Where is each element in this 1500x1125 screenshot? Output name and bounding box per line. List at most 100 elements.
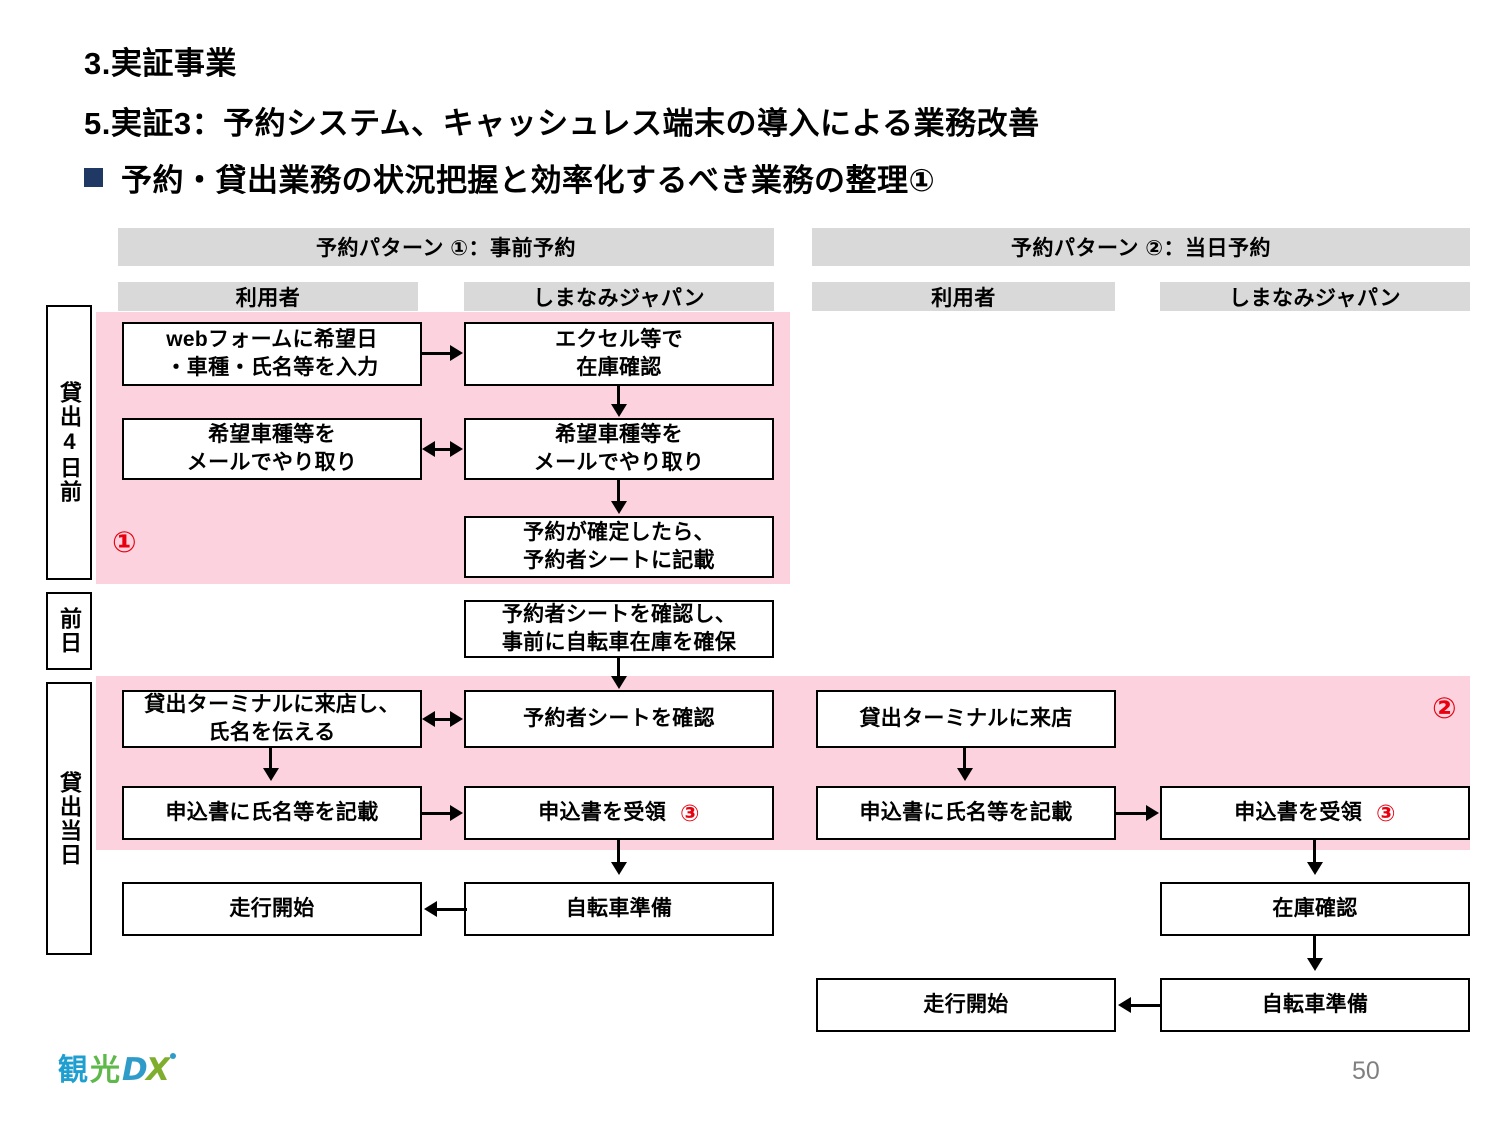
box-p1-fill-application: 申込書に氏名等を記載 — [122, 786, 422, 840]
box-line-2: ・車種・氏名等を入力 — [165, 356, 379, 379]
box-p2-fill-application: 申込書に氏名等を記載 — [816, 786, 1116, 840]
box-line-1: 申込書を受領 — [1234, 801, 1363, 825]
pattern2-column-org: しまなみジャパン — [1160, 282, 1470, 311]
box-line-1: 在庫確認 — [1272, 897, 1358, 921]
box-p1-mail-user: 希望車種等を メールでやり取り — [122, 418, 422, 480]
arrowhead-down-icon — [611, 676, 627, 689]
section-heading-label: 予約・貸出業務の状況把握と効率化するべき業務の整理① — [121, 163, 936, 198]
arrow-p1-prepare-to-ride — [437, 908, 467, 911]
box-p2-start-ride: 走行開始 — [816, 978, 1116, 1032]
box-line-1: 自転車準備 — [1261, 993, 1369, 1017]
arrowhead-down-icon — [1307, 958, 1323, 971]
box-p1-mail-org: 希望車種等を メールでやり取り — [464, 418, 774, 480]
arrowhead-down-icon — [957, 768, 973, 781]
svg-text:D: D — [122, 1052, 148, 1088]
box-p1-start-ride: 走行開始 — [122, 882, 422, 936]
page-number: 50 — [1352, 1057, 1380, 1085]
box-line-2: 事前に自転車在庫を確保 — [501, 631, 737, 654]
box-line-1: 自転車準備 — [565, 897, 673, 921]
phase-label-text: 前日 — [57, 607, 82, 655]
arrow-p1-mail-exchange — [432, 448, 454, 451]
arrow-p2-visit-to-fill — [963, 748, 966, 770]
box-line-1: 予約者シートを確認 — [523, 707, 715, 731]
page-title-line1: 3.実証事業 — [84, 46, 237, 81]
pattern1-title-bar: 予約パターン ①：事前予約 — [118, 228, 774, 266]
svg-text:観: 観 — [58, 1053, 88, 1088]
kanko-dx-logo: 観 光 D X — [58, 1046, 228, 1098]
box-p1-write-reservation-sheet: 予約が確定したら、 予約者シートに記載 — [464, 516, 774, 578]
box-line-2: メールでやり取り — [533, 451, 705, 474]
box-p2-visit-terminal: 貸出ターミナルに来店 — [816, 690, 1116, 748]
arrow-p1-visit-to-fill — [269, 748, 272, 770]
box-line-1: 申込書に氏名等を記載 — [165, 801, 379, 825]
arrowhead-left-icon — [422, 711, 435, 727]
arrowhead-right-icon — [450, 345, 463, 361]
box-line-1: 予約者シートを確認し、 — [501, 603, 737, 627]
arrow-p1-visit-exchange — [432, 718, 454, 721]
arrowhead-right-icon — [450, 805, 463, 821]
square-bullet-icon — [84, 168, 103, 187]
box-p1-receive-application: 申込書を受領 ③ — [464, 786, 774, 840]
arrow-p1-secure-to-check — [617, 658, 620, 680]
page-title-line2: 5.実証3：予約システム、キャッシュレス端末の導入による業務改善 — [84, 106, 1040, 141]
box-line-1: 走行開始 — [229, 897, 315, 921]
arrowhead-left-icon — [424, 901, 437, 917]
box-p2-check-stock: 在庫確認 — [1160, 882, 1470, 936]
arrowhead-left-icon — [1118, 997, 1131, 1013]
svg-text:X: X — [144, 1052, 172, 1088]
box-line-2: メールでやり取り — [186, 451, 358, 474]
box-line-1: 予約が確定したら、 — [523, 521, 715, 545]
box-line-1: 希望車種等を — [208, 423, 336, 447]
arrow-p1-receive-to-prepare — [617, 840, 620, 864]
arrow-p1-fill-to-receive — [422, 812, 450, 815]
arrow-p1-mail-to-sheet — [617, 480, 620, 503]
arrow-p2-fill-to-receive — [1116, 812, 1146, 815]
phase-label-text: 貸出4日前 — [57, 381, 82, 504]
pattern1-column-user: 利用者 — [118, 282, 418, 311]
arrowhead-down-icon — [263, 768, 279, 781]
arrow-p2-receive-to-stock — [1313, 840, 1316, 864]
box-line-1: エクセル等で — [555, 328, 683, 352]
box-line-1: 希望車種等を — [555, 423, 683, 447]
pattern2-title-bar: 予約パターン ②：当日予約 — [812, 228, 1470, 266]
box-p1-prepare-bike: 自転車準備 — [464, 882, 774, 936]
arrowhead-down-icon — [611, 501, 627, 514]
box-line-1: 申込書を受領 — [538, 801, 667, 825]
red-mark-3: ③ — [1376, 799, 1396, 826]
red-mark-1: ① — [112, 527, 137, 559]
arrowhead-down-icon — [611, 404, 627, 417]
red-mark-2: ② — [1432, 693, 1457, 725]
box-p1-web-form: webフォームに希望日 ・車種・氏名等を入力 — [122, 322, 422, 386]
box-line-2: 在庫確認 — [576, 356, 662, 379]
box-p1-check-reservation-sheet: 予約者シートを確認 — [464, 690, 774, 748]
section-heading: 予約・貸出業務の状況把握と効率化するべき業務の整理① — [84, 155, 935, 200]
box-line-1: 申込書に氏名等を記載 — [859, 801, 1073, 825]
box-line-2: 氏名を伝える — [208, 721, 336, 744]
arrowhead-down-icon — [1307, 862, 1323, 875]
box-line-1: 走行開始 — [923, 993, 1009, 1017]
box-line-1: 貸出ターミナルに来店 — [859, 707, 1073, 731]
phase-label-4days-before: 貸出4日前 — [46, 305, 92, 580]
arrowhead-right-icon — [450, 441, 463, 457]
box-p2-prepare-bike: 自転車準備 — [1160, 978, 1470, 1032]
arrowhead-right-icon — [450, 711, 463, 727]
svg-text:光: 光 — [90, 1053, 120, 1088]
red-mark-3: ③ — [680, 799, 700, 826]
arrowhead-left-icon — [422, 441, 435, 457]
box-p1-secure-stock: 予約者シートを確認し、 事前に自転車在庫を確保 — [464, 600, 774, 658]
box-line-2: 予約者シートに記載 — [523, 549, 715, 572]
arrow-p2-stock-to-prepare — [1313, 936, 1316, 960]
arrow-p2-prepare-to-ride — [1131, 1004, 1161, 1007]
box-line-1: 貸出ターミナルに来店し、 — [144, 693, 400, 717]
arrowhead-down-icon — [611, 862, 627, 875]
phase-label-day-before: 前日 — [46, 592, 92, 670]
box-p1-visit-terminal: 貸出ターミナルに来店し、 氏名を伝える — [122, 690, 422, 748]
arrowhead-right-icon — [1146, 805, 1159, 821]
phase-label-rental-day: 貸出当日 — [46, 682, 92, 955]
box-p1-excel-stock-check: エクセル等で 在庫確認 — [464, 322, 774, 386]
arrow-p1-excel-to-mail — [617, 386, 620, 406]
pattern1-column-org: しまなみジャパン — [464, 282, 774, 311]
phase-label-text: 貸出当日 — [57, 770, 82, 867]
arrow-p1-form-to-excel — [422, 352, 450, 355]
